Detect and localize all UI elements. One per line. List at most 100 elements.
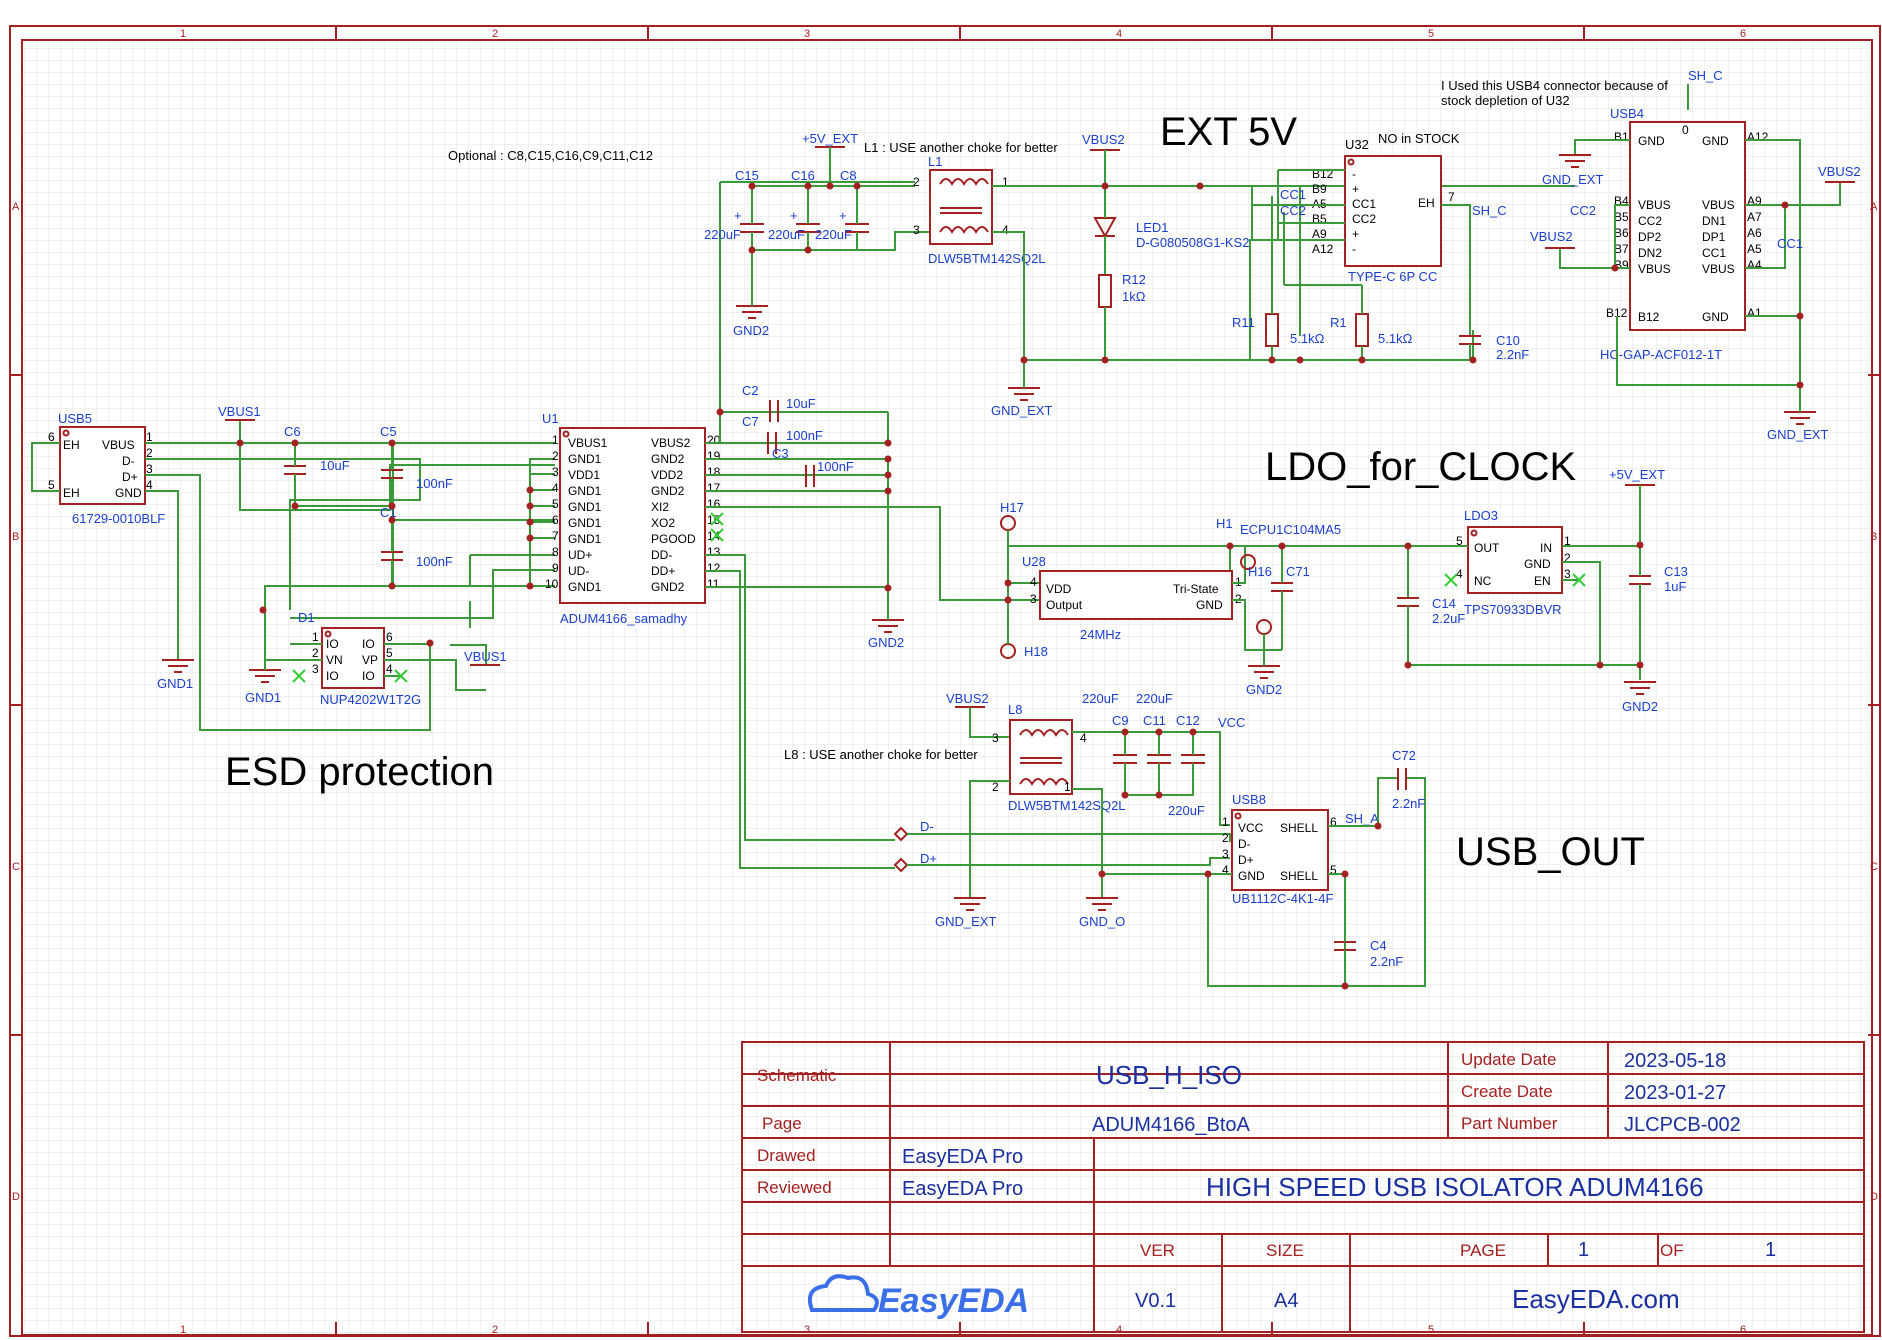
usb5-pin-gnd: GND	[115, 486, 142, 500]
gndext-symbol-4: GND_EXT	[935, 897, 996, 929]
led1[interactable]: LED1 D-G080508G1-KS2	[1093, 186, 1249, 275]
svg-text:+: +	[734, 208, 742, 223]
gnd2-symbol-2: GND2	[733, 296, 769, 338]
svg-text:D-: D-	[920, 819, 934, 834]
gndo-symbol: GND_O	[1079, 897, 1125, 929]
svg-text:U32: U32	[1345, 137, 1369, 152]
usbc-usb4[interactable]: USB4 HC-GAP-ACF012-1T 0 SH_C GNDB1VBUSB4…	[1600, 68, 1769, 362]
typec-u32[interactable]: U32 NO in STOCK TYPE-C 6P CC -B12+B9CC1A…	[1312, 131, 1471, 336]
capacitor-c3[interactable]: C3 100nF	[772, 446, 854, 487]
svg-text:B1: B1	[1614, 130, 1629, 144]
svg-text:A7: A7	[1747, 210, 1762, 224]
test-point-h18[interactable]: H18	[1000, 600, 1048, 659]
svg-text:6: 6	[386, 630, 393, 644]
usb4-pin-left-1: VBUS	[1638, 198, 1671, 212]
junction-34	[1004, 579, 1012, 587]
junction-41	[1636, 541, 1644, 549]
capacitor-c1[interactable]: C1 100nF	[380, 505, 453, 586]
svg-text:11: 11	[707, 577, 720, 591]
usb5-pin-vbus: VBUS	[102, 438, 135, 452]
vbus2-symbol-2: VBUS2	[1530, 229, 1575, 249]
u1-pin-right-19: GND2	[651, 452, 685, 466]
capacitor-c13[interactable]: C13 1uF	[1629, 545, 1688, 680]
gnd1-symbol-2: GND1	[245, 660, 281, 705]
svg-text:TPS70933DBVR: TPS70933DBVR	[1464, 602, 1562, 617]
svg-text:CC2: CC2	[1280, 203, 1306, 218]
page-name: ADUM4166_BtoA	[1092, 1114, 1251, 1136]
gnd2-symbol-4: GND2	[1622, 681, 1658, 714]
svg-text:1: 1	[1578, 1239, 1589, 1261]
note-optional: Optional : C8,C15,C16,C9,C11,C12	[448, 148, 653, 163]
svg-text:NUP4202W1T2G: NUP4202W1T2G	[320, 692, 421, 707]
usb-connector-usb8[interactable]: USB8 UB1112C-4K1-4F VCC D- D+ GND SHELL …	[1102, 777, 1426, 987]
u1-pin-left-4: GND1	[568, 484, 602, 498]
row-label-left-A: A	[12, 201, 20, 213]
svg-text:A12: A12	[1312, 242, 1334, 256]
u1-pin-left-7: GND1	[568, 532, 602, 546]
svg-text:IN: IN	[1540, 541, 1552, 555]
capacitor-c8[interactable]: + C8 220uF	[752, 168, 930, 251]
easyeda-logo: EasyEDA	[807, 1274, 1029, 1320]
junction-55	[1796, 381, 1804, 389]
capacitor-c11[interactable]: C11	[1143, 713, 1171, 795]
capacitor-c6[interactable]: C6 10uF	[284, 424, 350, 506]
esd-diode-d1[interactable]: D1 NUP4202W1T2G IO VN IO IO VP IO 1 2 3 …	[265, 610, 486, 707]
junction-42	[1636, 661, 1644, 669]
capacitor-c72[interactable]: C72 2.2nF	[1392, 748, 1425, 811]
svg-text:VDD: VDD	[1046, 582, 1072, 596]
u1-pin-right-16: XI2	[651, 500, 669, 514]
capacitor-c10[interactable]: C10 2.2nF	[1300, 333, 1529, 362]
resistor-r1[interactable]: R1 5.1kΩ	[1283, 212, 1413, 360]
u1-pin-left-10: GND1	[568, 580, 602, 594]
column-label-bottom-5: 5	[1428, 1324, 1434, 1336]
choke-l8[interactable]: L8 DLW5BTM142SQ2L 3 4 2 1	[969, 702, 1230, 898]
svg-text:20: 20	[707, 433, 721, 447]
test-point-h17[interactable]: H17	[1000, 500, 1024, 600]
u1-pin-right-15: XO2	[651, 516, 675, 530]
test-point-h16[interactable]: H16	[1248, 564, 1272, 650]
svg-text:C5: C5	[380, 424, 397, 439]
vbus2-symbol-1: VBUS2	[1082, 132, 1125, 186]
svg-text:220uF: 220uF	[815, 227, 852, 242]
svg-text:B5: B5	[1614, 210, 1629, 224]
svg-text:3: 3	[913, 223, 920, 237]
svg-text:GND2: GND2	[733, 323, 769, 338]
capacitor-c4[interactable]: C4 2.2nF	[1334, 874, 1403, 986]
svg-text:USB8: USB8	[1232, 792, 1266, 807]
junction-6	[388, 582, 396, 590]
svg-text:5: 5	[552, 497, 559, 511]
junction-50	[1341, 870, 1349, 878]
svg-text:C4: C4	[1370, 938, 1387, 953]
svg-text:1: 1	[1564, 534, 1571, 548]
svg-text:2.2nF: 2.2nF	[1496, 347, 1529, 362]
junction-15	[884, 455, 892, 463]
capacitor-c12[interactable]: C12	[1125, 713, 1205, 796]
svg-text:D-G080508G1-KS2: D-G080508G1-KS2	[1136, 235, 1249, 250]
svg-text:2.2nF: 2.2nF	[1370, 954, 1403, 969]
svg-text:5.1kΩ: 5.1kΩ	[1378, 331, 1413, 346]
junction-51	[1341, 982, 1349, 990]
svg-text:GND_EXT: GND_EXT	[935, 914, 996, 929]
svg-text:3: 3	[1564, 567, 1571, 581]
test-point-h1[interactable]: H1 ECPU1C104MA5	[1216, 516, 1341, 570]
svg-text:1: 1	[1222, 815, 1229, 829]
gndext-symbol-2: GND_EXT	[1542, 154, 1603, 187]
column-label-top-6: 6	[1740, 28, 1746, 40]
isolator-u1[interactable]: U1 ADUM4166_samadhy VBUS11GND12VDD13GND1…	[542, 411, 721, 626]
vbus2-symbol-3: VBUS2	[1818, 164, 1861, 183]
capacitor-c2[interactable]: C2 10uF	[742, 383, 816, 422]
ldo-ldo3[interactable]: LDO3 TPS70933DBVR OUT NC IN GND EN 5 4 1…	[1408, 508, 1640, 665]
capacitor-c9[interactable]: C9	[1112, 713, 1137, 795]
junction-4	[388, 502, 396, 510]
svg-text:SH_A: SH_A	[1345, 811, 1379, 826]
usb5-connector[interactable]: USB5 61729-0010BLF EH EH VBUS D- D+ GND …	[48, 411, 165, 526]
junction-49	[1204, 870, 1212, 878]
resistor-r12[interactable]: R12 1kΩ	[1098, 272, 1146, 360]
capacitor-c15[interactable]: + C15 220uF	[704, 168, 764, 296]
capacitor-c7[interactable]: C7 100nF	[742, 414, 823, 454]
capacitor-c14[interactable]: C14 2.2uF	[1397, 596, 1640, 666]
capacitor-c71[interactable]: C71	[1271, 546, 1310, 650]
usb4-pin-left-4: DN2	[1638, 246, 1662, 260]
svg-text:ECPU1C104MA5: ECPU1C104MA5	[1240, 522, 1341, 537]
